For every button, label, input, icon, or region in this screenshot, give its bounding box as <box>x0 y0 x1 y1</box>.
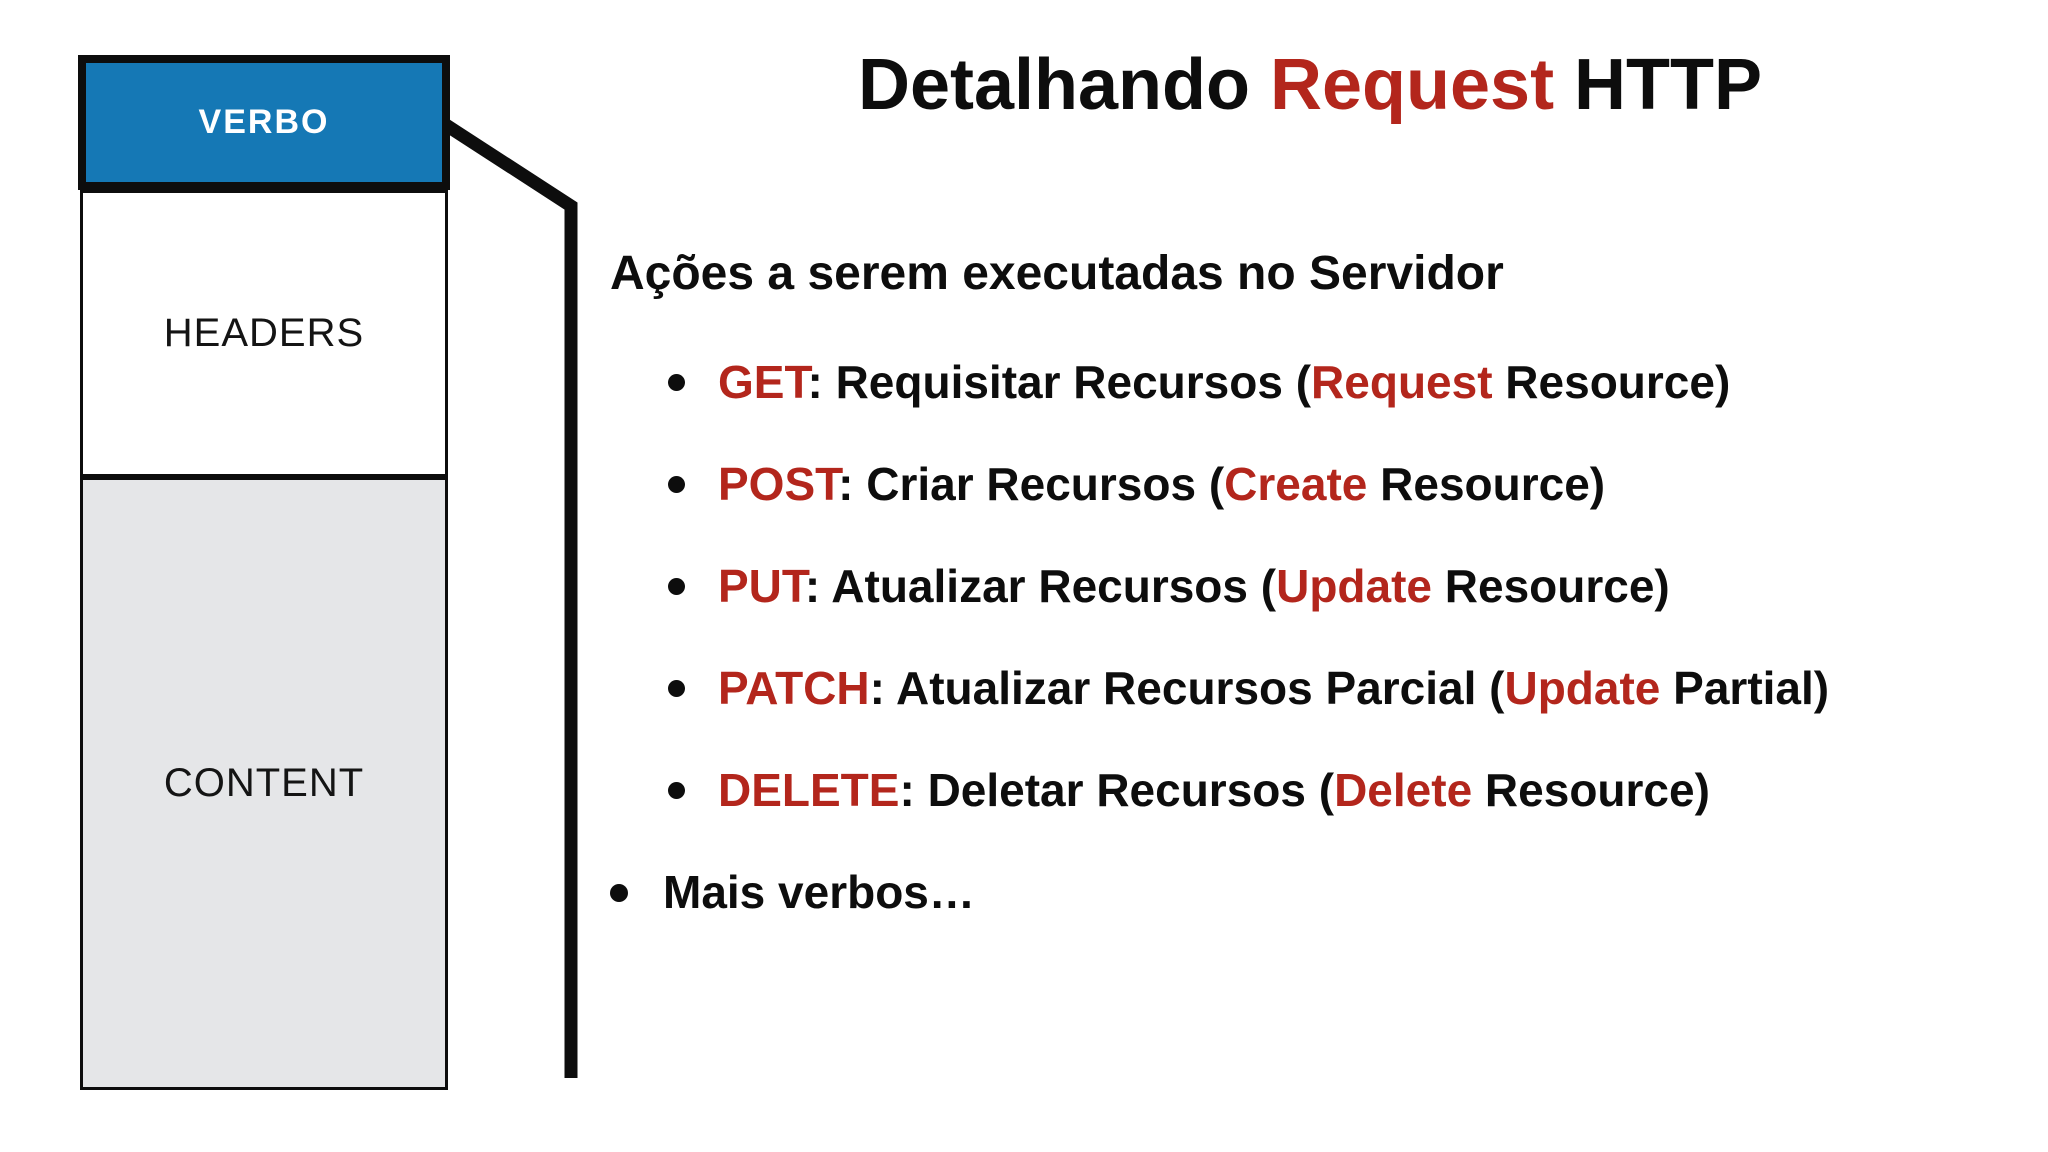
bullet-tail: Resource) <box>1432 560 1670 612</box>
bullet-dot-icon <box>668 476 685 493</box>
bullet-item-put: PUT: Atualizar Recursos (Update Resource… <box>610 558 2048 614</box>
verb-box: VERBO <box>78 55 450 190</box>
bullet-mid: : Atualizar Recursos Parcial ( <box>869 662 1505 714</box>
bullet-verb: GET <box>718 356 808 408</box>
bullet-dot-icon <box>668 578 685 595</box>
bullet-item-get: GET: Requisitar Recursos (Request Resour… <box>610 354 2048 410</box>
bullet-text: POST: Criar Recursos (Create Resource) <box>718 456 1605 512</box>
bullet-accent: Update <box>1276 560 1432 612</box>
bullet-tail: Partial) <box>1660 662 1830 714</box>
bullet-item-delete: DELETE: Deletar Recursos (Delete Resourc… <box>610 762 2048 818</box>
subtitle: Ações a serem executadas no Servidor <box>610 247 1504 300</box>
bullet-mid: : Requisitar Recursos ( <box>807 356 1312 408</box>
bullet-accent: Create <box>1224 458 1368 510</box>
bullet-tail: Resource) <box>1472 764 1710 816</box>
bullet-item-patch: PATCH: Atualizar Recursos Parcial (Updat… <box>610 660 2048 716</box>
bullet-dot-icon <box>610 884 628 902</box>
title-accent: Request <box>1269 45 1555 125</box>
bullet-verb: PATCH <box>718 662 870 714</box>
bullet-accent: Request <box>1311 356 1493 408</box>
title-part1: Detalhando <box>857 45 1270 125</box>
bullet-text: PATCH: Atualizar Recursos Parcial (Updat… <box>718 660 1829 716</box>
bullet-tail: Resource) <box>1492 356 1731 408</box>
content-box: CONTENT <box>80 477 448 1090</box>
bullet-verb: DELETE <box>718 764 900 816</box>
title-part2: HTTP <box>1554 45 1763 125</box>
bullet-text: GET: Requisitar Recursos (Request Resour… <box>718 354 1730 410</box>
page-title: Detalhando Request HTTP <box>600 40 2020 130</box>
bullet-item-more-verbs: Mais verbos… <box>610 864 2048 920</box>
bullet-dot-icon <box>668 782 685 799</box>
bullet-accent: Update <box>1504 662 1661 714</box>
bullet-dot-icon <box>668 374 685 391</box>
bullet-verb: PUT <box>718 560 805 612</box>
verb-bullet-list: GET: Requisitar Recursos (Request Resour… <box>610 354 2048 966</box>
bullet-mid: : Deletar Recursos ( <box>899 764 1335 816</box>
verb-box-label: VERBO <box>198 103 330 141</box>
bullet-text: PUT: Atualizar Recursos (Update Resource… <box>718 558 1670 614</box>
headers-box-label: HEADERS <box>163 311 365 355</box>
content-box-label: CONTENT <box>163 761 365 805</box>
bullet-dot-icon <box>668 680 685 697</box>
headers-box: HEADERS <box>80 190 448 477</box>
bullet-text: DELETE: Deletar Recursos (Delete Resourc… <box>718 762 1710 818</box>
bullet-mid: : Atualizar Recursos ( <box>804 560 1277 612</box>
bullet-accent: Delete <box>1334 764 1473 816</box>
bullet-tail: Resource) <box>1367 458 1606 510</box>
bullet-text: Mais verbos… <box>663 866 975 918</box>
bullet-item-post: POST: Criar Recursos (Create Resource) <box>610 456 2048 512</box>
bullet-mid: : Criar Recursos ( <box>838 458 1225 510</box>
bullet-verb: POST <box>718 458 839 510</box>
